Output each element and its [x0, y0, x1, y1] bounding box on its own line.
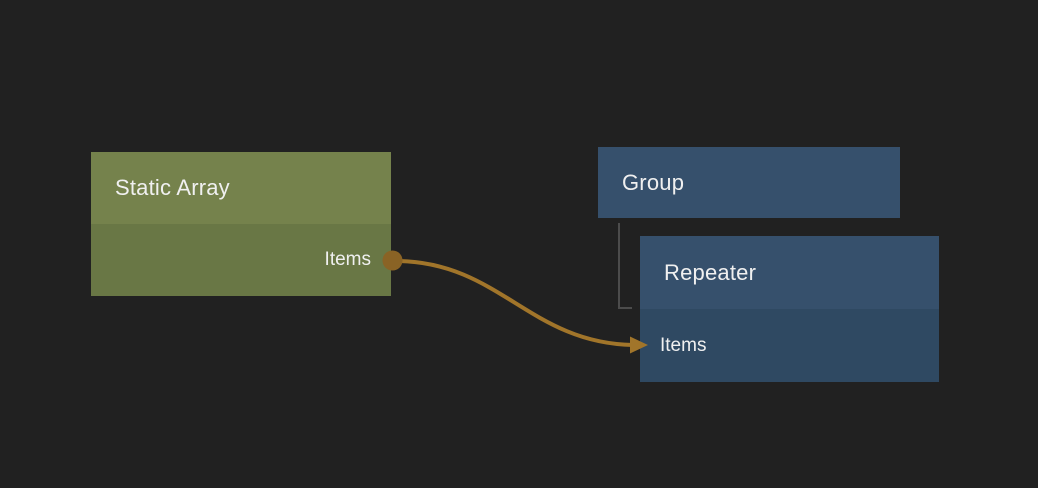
node-title: Static Array [115, 175, 230, 200]
input-port-items[interactable]: Items [640, 335, 939, 357]
node-repeater[interactable]: Repeater Items [640, 236, 939, 382]
node-static-array[interactable]: Static Array Items [91, 152, 391, 296]
connection-wire[interactable] [397, 259, 635, 347]
input-port-label: Items [660, 334, 707, 356]
node-group-header[interactable]: Group [598, 147, 900, 218]
group-child-elbow-line [618, 223, 632, 309]
node-static-array-header[interactable]: Static Array [91, 152, 391, 224]
output-port-label: Items [324, 249, 371, 270]
node-static-array-body: Items [91, 224, 391, 296]
node-repeater-body: Items [640, 309, 939, 382]
output-port-items[interactable]: Items [91, 249, 391, 271]
node-group[interactable]: Group [598, 147, 900, 218]
node-title: Repeater [664, 259, 757, 285]
node-title: Group [622, 169, 685, 195]
node-repeater-header[interactable]: Repeater [640, 236, 939, 309]
